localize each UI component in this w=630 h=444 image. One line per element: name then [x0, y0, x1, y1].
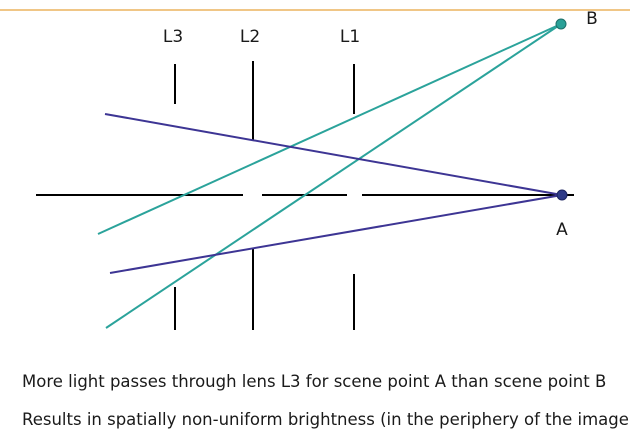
lens-label-l3: L3 [163, 27, 183, 47]
lens-label-l1: L1 [340, 27, 360, 47]
rays-point-a [104, 113, 563, 274]
caption-line-2: Results in spatially non-uniform brightn… [22, 410, 629, 429]
ray-b-lower [105, 23, 562, 329]
point-label-b: B [586, 9, 598, 29]
lens-label-l2: L2 [240, 27, 260, 47]
scene-point-b [555, 18, 567, 30]
ray-b-upper [97, 23, 562, 235]
rays-point-b [97, 23, 562, 329]
ray-a-lower [109, 194, 563, 274]
caption-line-1: More light passes through lens L3 for sc… [22, 372, 607, 391]
point-label-a: A [556, 220, 568, 240]
scene-point-a [556, 189, 568, 201]
ray-a-upper [104, 113, 563, 196]
